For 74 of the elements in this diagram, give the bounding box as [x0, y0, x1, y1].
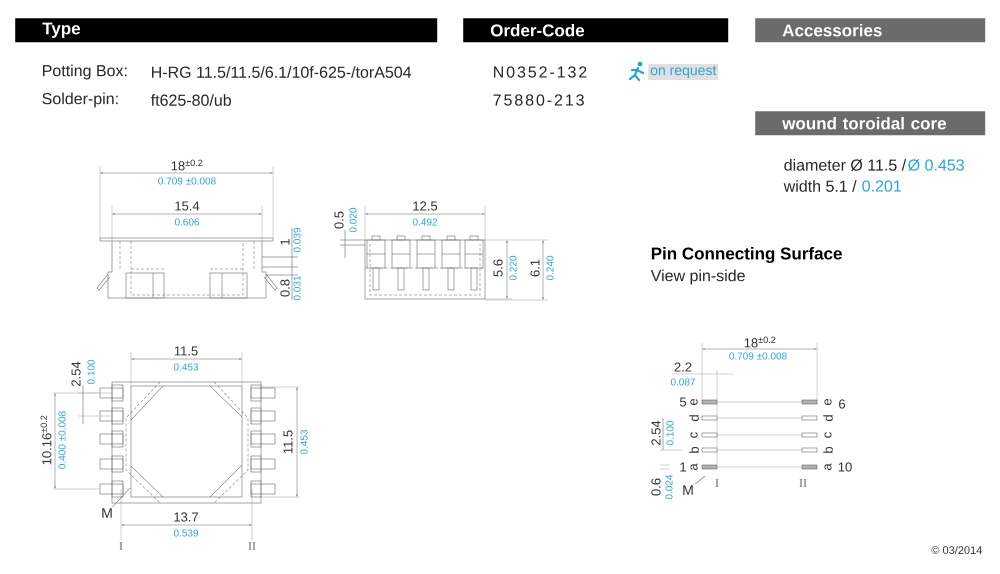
dimension-value: 0.039 — [293, 228, 301, 252]
side-marker: II — [799, 479, 807, 487]
copyright-note: © 03/2014 — [932, 546, 982, 554]
dimension-value: 1 — [280, 239, 290, 245]
dimension-value: 5.6 — [493, 260, 503, 277]
dimension-value: 18$^{±0.2}$ — [172, 160, 202, 170]
dimension-value: 11.5 — [283, 430, 293, 454]
section-heading: Pin Connecting Surface — [652, 247, 842, 263]
pin-number: 1 — [680, 462, 686, 472]
marker-label: M — [683, 485, 693, 495]
pin-letter: d — [689, 415, 699, 422]
marker-label: M — [102, 508, 112, 518]
dimension-value: 10.16$^{±0.2}$ — [40, 416, 52, 464]
pin-letter: b — [823, 446, 833, 453]
dimension-value: 0.453 — [300, 430, 308, 454]
section-subtitle: View pin-side — [650, 270, 745, 284]
dimension-value: 0.492 — [412, 218, 438, 226]
pin-letter: c — [824, 432, 832, 438]
item-label: Potting Box: — [43, 64, 126, 80]
dimension-value: 18$^{±0.2}$ — [744, 336, 776, 348]
dimension-value: 6.1 — [530, 260, 540, 276]
dimension-value: 0.5 — [334, 212, 344, 229]
dimension-value: 15.4 — [175, 201, 200, 211]
pin-letter: a — [690, 463, 698, 470]
request-badge: on request — [648, 64, 718, 80]
pin-letter: d — [823, 415, 833, 422]
dimension-value: 0.709 ±0.008 — [729, 352, 787, 360]
leader-line — [112, 488, 130, 508]
header-bar: Order-Code — [463, 18, 728, 42]
dimension-value: 0.606 — [174, 218, 200, 226]
core-spec: width 5.1 / — [784, 180, 857, 192]
pin-letter: c — [690, 432, 698, 438]
side-marker: II — [248, 542, 256, 550]
dimension-value: 11.5 — [174, 346, 198, 356]
dimension-value: 13.7 — [174, 512, 198, 522]
side-marker: I — [119, 542, 123, 550]
dimension-value: 0.100 — [666, 420, 674, 446]
part-number: ft625-80/ub — [150, 94, 231, 106]
dimension-value: 0.539 — [174, 529, 198, 537]
header-bar: wound toroidal core — [755, 111, 986, 136]
core-spec: Ø 0.453 — [908, 159, 964, 171]
core-spec: diameter Ø 11.5 / — [784, 159, 906, 171]
header-bar: Type — [15, 18, 438, 42]
part-number: H-RG 11.5/11.5/6.1/10f-625-/torA504 — [152, 66, 412, 78]
core-spec: 0.201 — [862, 180, 901, 192]
dimension-value: 0.400 ±0.008 — [58, 411, 66, 469]
order-code: 75880-213 — [494, 94, 584, 106]
dimension-value: 12.5 — [413, 201, 438, 211]
dimension-value: 0.709 ±0.008 — [158, 177, 216, 185]
leader-line — [694, 476, 706, 484]
dimension-value: 2.2 — [674, 362, 692, 372]
side-marker: I — [715, 479, 719, 487]
header-bar: Accessories — [755, 18, 986, 42]
item-label: Solder-pin: — [42, 92, 118, 108]
dimension-value: 0.6 — [651, 478, 661, 496]
dimension-value: 2.54 — [651, 420, 661, 445]
dimension-value: 0.020 — [349, 208, 357, 232]
dimension-value: 0.220 — [509, 256, 517, 280]
dimension-value: 0.087 — [670, 378, 696, 386]
dimension-value: 2.54 — [71, 362, 81, 386]
pin-number: 10 — [838, 462, 852, 472]
pin-letter: a — [824, 463, 832, 470]
dimension-value: 0.8 — [280, 280, 290, 297]
dimension-value: 0.024 — [665, 474, 673, 500]
dimension-value: 0.100 — [87, 360, 95, 384]
pin-number: 5 — [680, 397, 686, 407]
order-code: N0352-132 — [494, 66, 586, 78]
dimension-value: 0.453 — [174, 363, 198, 371]
pin-letter: b — [689, 446, 699, 453]
dimension-value: 0.031 — [293, 276, 301, 300]
pin-letter: e — [824, 398, 832, 406]
pin-letter: e — [690, 398, 698, 406]
pin-number: 6 — [839, 399, 846, 409]
dimension-value: 0.240 — [546, 256, 554, 280]
